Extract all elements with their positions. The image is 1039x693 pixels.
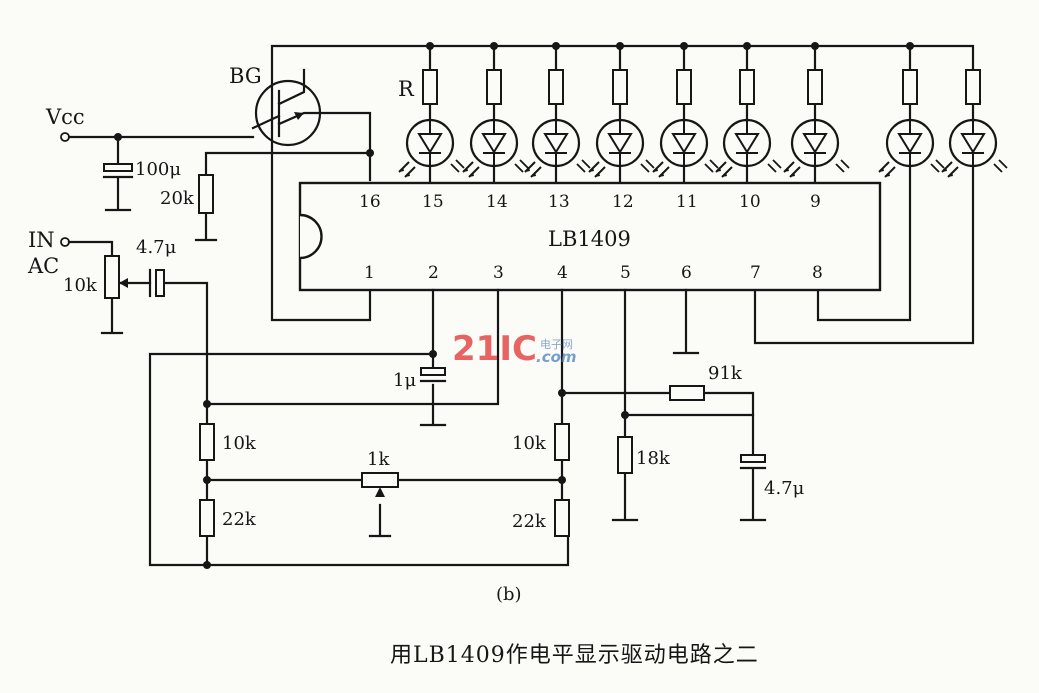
watermark-brand: 21IC	[452, 329, 537, 369]
led-icon	[588, 118, 655, 178]
pin-7-label: 7	[750, 263, 761, 283]
input-wires	[67, 240, 570, 567]
transistor-bg-icon	[251, 68, 372, 182]
pot-1k	[361, 472, 399, 497]
res-22k-left-label: 22k	[222, 509, 257, 530]
pin5-wires	[611, 288, 755, 522]
led-icon	[524, 118, 591, 178]
pin-4-label: 4	[557, 263, 568, 283]
resistor-18k	[617, 436, 633, 474]
ic-name-label: LB1409	[548, 227, 631, 251]
led-resistor-label: R	[398, 77, 415, 101]
pin-6-label: 6	[681, 263, 692, 283]
capacitor-100u	[102, 163, 134, 179]
pin-3-label: 3	[493, 263, 504, 283]
pin-5-label: 5	[620, 263, 631, 283]
led-icon	[715, 118, 782, 178]
input-terminal	[60, 237, 70, 247]
resistor-10k-right	[554, 423, 570, 461]
led-resistor-leads	[428, 44, 975, 122]
pin16-junction	[366, 149, 374, 157]
ic-top-pin-labels: 16 15 14 13 12 11 10 9	[359, 192, 821, 212]
res-18k-label: 18k	[636, 448, 671, 469]
figure-caption: 用LB1409作电平显示驱动电路之二	[390, 643, 759, 668]
led-icon	[398, 118, 465, 178]
watermark-sub: 电子网	[540, 338, 573, 351]
pin-15-label: 15	[422, 192, 444, 212]
res-10k-left-label: 10k	[222, 433, 257, 454]
led-icon	[783, 118, 850, 178]
cap-100u-label: 100μ	[135, 159, 181, 180]
pot-1k-wires	[205, 478, 564, 538]
resistor-91k	[669, 385, 705, 401]
pin-11-label: 11	[676, 192, 698, 212]
resistor-22k-right	[554, 499, 570, 537]
res-10k-right-label: 10k	[512, 433, 547, 454]
res-91k-label: 91k	[708, 363, 743, 384]
led-current-resistors	[422, 69, 981, 105]
resistor-20k	[198, 174, 214, 214]
pin4-wires	[560, 288, 767, 522]
led-pin-leads	[428, 164, 975, 345]
pin2-junction	[429, 350, 437, 358]
vcc-junction	[114, 133, 122, 141]
transistor-label: BG	[229, 64, 262, 88]
res-20k-label: 20k	[160, 188, 195, 209]
pin-9-label: 9	[810, 192, 821, 212]
pot-1k-label: 1k	[367, 449, 390, 470]
pin-10-label: 10	[739, 192, 761, 212]
subfigure-label: (b)	[496, 584, 522, 605]
capacitor-47u-right	[739, 454, 767, 470]
pot-10k-label: 10k	[63, 275, 98, 296]
resistor-22k-left	[199, 499, 215, 537]
lb1409-ic	[298, 181, 882, 292]
vcc-terminal	[60, 132, 70, 142]
pin5-junction	[621, 411, 629, 419]
top-power-rail	[270, 44, 975, 322]
input-ac-label: AC	[27, 254, 59, 278]
pin2-wires	[148, 288, 447, 567]
pin-13-label: 13	[548, 192, 570, 212]
pot-10k-input	[104, 255, 128, 299]
pin4-junction	[558, 389, 566, 397]
right-mid-junction	[558, 476, 566, 484]
res-22k-right-label: 22k	[512, 511, 547, 532]
ic-bottom-pin-labels: 1 2 3 4 5 6 7 8	[364, 263, 823, 283]
pin-8-label: 8	[812, 263, 823, 283]
vcc-wires	[67, 135, 372, 242]
input-in-label: IN	[28, 228, 55, 252]
cap-1u-label: 1μ	[393, 370, 416, 391]
pin-1-label: 1	[364, 263, 375, 283]
resistor-10k-left	[199, 423, 215, 461]
pin3-wire	[205, 288, 500, 406]
pin6-ground	[672, 288, 700, 355]
capacitor-input	[148, 268, 165, 298]
pin-16-label: 16	[359, 192, 381, 212]
watermark-domain: .com	[536, 348, 577, 366]
left-bottom-junction	[203, 561, 211, 569]
pin-14-label: 14	[486, 192, 508, 212]
watermark-logo: 21IC 电子网 .com	[452, 329, 577, 369]
led-array	[398, 118, 1008, 178]
rail-junction-dots	[426, 42, 914, 50]
led-icon	[878, 118, 945, 178]
vcc-label: Vcc	[45, 105, 85, 129]
cap-input-label: 4.7μ	[136, 237, 177, 258]
cap-47u-right-label: 4.7μ	[764, 478, 805, 499]
led-icon	[462, 118, 529, 178]
led-icon	[652, 118, 719, 178]
capacitor-1u	[419, 367, 447, 383]
pin-2-label: 2	[428, 263, 439, 283]
left-top-junction	[203, 400, 211, 408]
led-icon	[941, 118, 1008, 178]
pin-12-label: 12	[612, 192, 634, 212]
